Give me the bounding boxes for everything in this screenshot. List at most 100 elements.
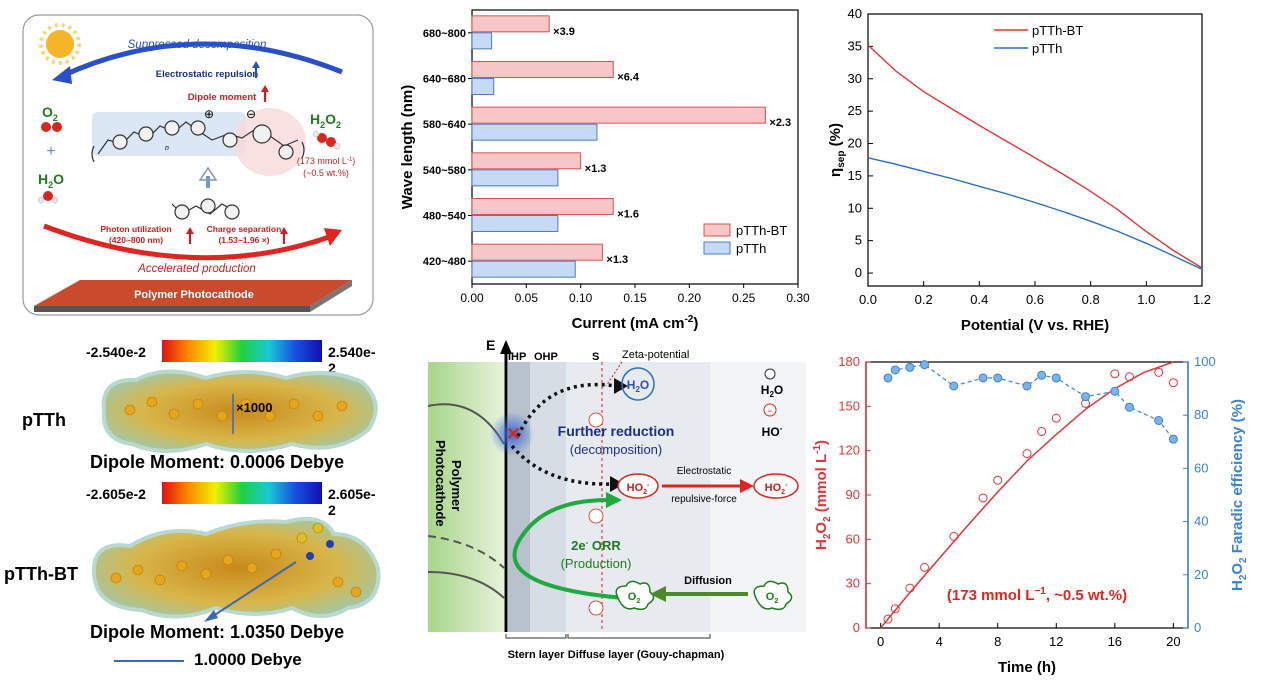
time-fe-point bbox=[1037, 370, 1047, 380]
photon-range: (420~800 nm) bbox=[109, 235, 163, 245]
bar-x-label: Current (mA cm-2) bbox=[572, 314, 699, 332]
time-y-left-tick: 150 bbox=[838, 398, 860, 413]
line-series-ptth-bt bbox=[867, 44, 1203, 269]
time-fe-point bbox=[1110, 386, 1120, 396]
time-y-right-tick: 80 bbox=[1194, 407, 1208, 422]
repeat-n: n bbox=[165, 145, 169, 152]
time-conc-point bbox=[890, 604, 900, 614]
ihp-region bbox=[508, 362, 530, 632]
o2-far-icon bbox=[753, 580, 793, 611]
line-x-tick: 1.2 bbox=[1193, 292, 1211, 307]
time-y-right-tick: 60 bbox=[1194, 460, 1208, 475]
s-label: S bbox=[592, 351, 599, 363]
ihp-label: IHP bbox=[508, 351, 526, 363]
bar-ptth-bt bbox=[471, 152, 582, 170]
conc-label-1: (173 mmol L-1) bbox=[297, 156, 355, 166]
line-y-tick: 10 bbox=[848, 200, 862, 215]
line-x-tick: 0.8 bbox=[1082, 292, 1100, 307]
decomposition-label: (decomposition) bbox=[570, 442, 663, 457]
o2-molecule-icon bbox=[41, 122, 62, 132]
line-y-tick: 25 bbox=[848, 103, 862, 118]
ptth-esp-surface bbox=[101, 369, 378, 453]
bar-ratio-label: ×6.4 bbox=[617, 72, 640, 84]
bar-x-tick: 0.25 bbox=[732, 291, 756, 305]
wavelength-current-chart: 680~800×3.9640~680×6.4580~640×2.3540~580… bbox=[399, 9, 810, 332]
charge-label: Charge separation bbox=[207, 224, 282, 234]
bar-category-label: 540~580 bbox=[423, 165, 466, 177]
electrostatic-force-label-1: Electrostatic bbox=[677, 466, 731, 477]
sun-icon bbox=[39, 23, 81, 65]
time-fe-point bbox=[883, 373, 893, 383]
suppressed-label: Suppressed decomposition bbox=[128, 39, 267, 51]
h2o-molecule-icon bbox=[37, 191, 59, 204]
debye-scale-line bbox=[114, 660, 184, 662]
ho2-far-label: HO2- bbox=[765, 482, 788, 496]
blocked-x-icon: ✕ bbox=[506, 424, 521, 444]
water-legend-icon bbox=[764, 368, 776, 380]
bar-y-label: Wave length (nm) bbox=[399, 85, 416, 209]
time-conc-point bbox=[1110, 369, 1120, 379]
suppression-arc bbox=[60, 41, 343, 79]
line-y-tick: 35 bbox=[848, 38, 862, 53]
ion-cluster-icons bbox=[588, 412, 604, 616]
colorbar-2 bbox=[162, 482, 322, 504]
time-fit-curve bbox=[880, 361, 1174, 629]
bar-ptth-bt bbox=[471, 243, 603, 261]
line-x-tick: 1.0 bbox=[1137, 292, 1155, 307]
ohp-region bbox=[530, 362, 566, 632]
hydroxide-legend-label: HO- bbox=[762, 424, 783, 439]
multiplier-label: ×1000 bbox=[236, 400, 273, 415]
bar-ptth-bt bbox=[471, 15, 550, 33]
further-reduction-label: Further reduction bbox=[558, 423, 675, 439]
bar-category-label: 640~680 bbox=[423, 74, 466, 86]
schematic-panel: Suppressed decomposition Electrostatic r… bbox=[22, 14, 374, 316]
colorbar-1 bbox=[162, 340, 322, 362]
time-fe-point bbox=[1154, 416, 1164, 426]
bar-ptth bbox=[471, 123, 598, 141]
line-y-tick: 20 bbox=[848, 136, 862, 151]
ptth-esp-label: pTTh bbox=[22, 410, 66, 430]
time-y-right-tick: 40 bbox=[1194, 514, 1208, 529]
photocathode-slab bbox=[34, 280, 352, 306]
positive-charge: ⊕ bbox=[204, 107, 214, 121]
time-fe-point bbox=[920, 360, 930, 370]
line-y-tick: 30 bbox=[848, 71, 862, 86]
negative-charge: ⊖ bbox=[246, 107, 256, 121]
diffuse-layer-label: Diffuse layer (Gouy-chapman) bbox=[568, 649, 725, 661]
ohp-label: OHP bbox=[534, 351, 558, 363]
ptth-structure bbox=[171, 198, 240, 220]
line-legend-label: pTTh bbox=[1032, 41, 1062, 56]
time-conc-point bbox=[978, 493, 988, 503]
time-conc-point bbox=[1037, 426, 1047, 436]
edl-photocathode-label: Photocathode bbox=[433, 440, 448, 527]
edl-polymer-label: Polymer bbox=[449, 460, 464, 511]
polymer-structure bbox=[91, 120, 305, 163]
scale1-max: 2.540e-2 bbox=[328, 344, 376, 376]
time-y-left-label: H2O2 (mmol L-1) bbox=[812, 440, 833, 550]
photocathode-label: Polymer Photocathode bbox=[134, 289, 254, 301]
ho2-ion-near bbox=[617, 473, 659, 499]
bar-ratio-label: ×1.3 bbox=[585, 163, 607, 175]
line-x-tick: 0.0 bbox=[859, 292, 877, 307]
bar-ptth bbox=[471, 215, 559, 232]
time-y-left-tick: 180 bbox=[838, 354, 860, 369]
time-x-tick: 16 bbox=[1108, 634, 1122, 649]
scale1-min: -2.540e-2 bbox=[86, 344, 146, 360]
bar-ptth-bt bbox=[471, 61, 614, 78]
time-y-left-tick: 0 bbox=[853, 620, 860, 635]
time-conc-point bbox=[1022, 449, 1032, 459]
reduction-glow bbox=[490, 412, 534, 456]
line-series-ptth bbox=[867, 157, 1203, 270]
o2-label: O2 bbox=[42, 104, 58, 123]
bar-ratio-label: ×2.3 bbox=[769, 117, 791, 129]
hydroxide-legend-icon bbox=[763, 403, 777, 417]
time-y-right-tick: 20 bbox=[1194, 567, 1208, 582]
bar-x-tick: 0.10 bbox=[569, 291, 593, 305]
time-y-left-tick: 120 bbox=[838, 443, 860, 458]
time-fe-point bbox=[1022, 381, 1032, 391]
time-conc-point bbox=[1154, 367, 1164, 377]
bar-ptth bbox=[471, 169, 559, 187]
time-y-right-tick: 0 bbox=[1194, 620, 1201, 635]
time-fe-point bbox=[1051, 373, 1061, 383]
